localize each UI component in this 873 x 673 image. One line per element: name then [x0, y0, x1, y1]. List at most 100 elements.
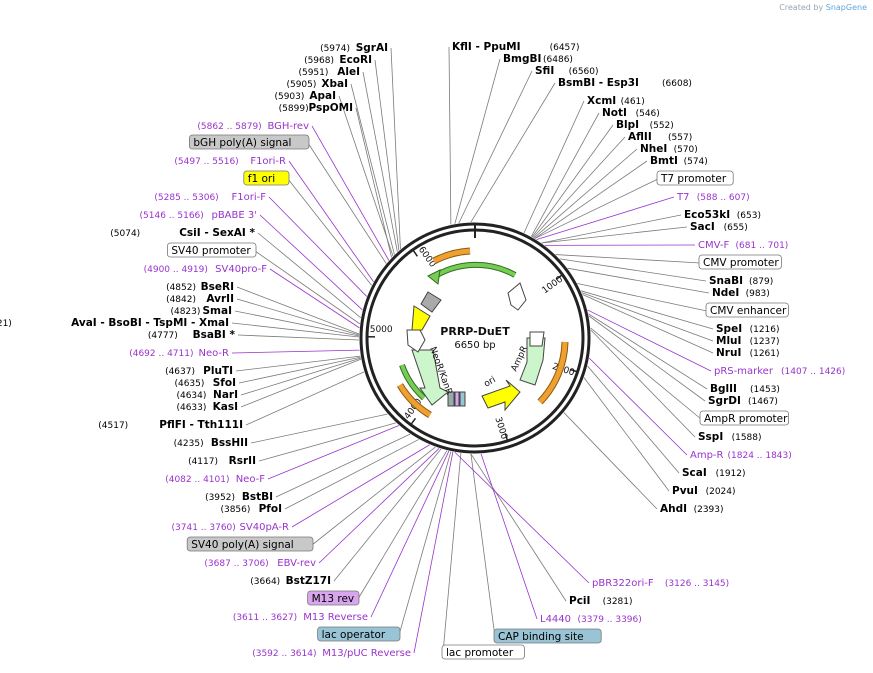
- label-position: (3281): [603, 597, 633, 607]
- connector-ecori: [374, 59, 400, 251]
- connector-bsshii: [250, 413, 388, 444]
- sv40-promoter-arrow: [406, 329, 426, 353]
- label-name: EBV-rev: [277, 558, 316, 569]
- label-position: (574): [684, 157, 708, 167]
- label-bglii: BglII(1453): [710, 383, 780, 395]
- cmv-arrow: [507, 282, 527, 311]
- label-name: CMV enhancer: [710, 305, 787, 317]
- connector-blpi: [531, 124, 614, 238]
- label-xbai: XbaI(5905): [286, 78, 348, 90]
- label-name: KflI - PpuMI: [452, 41, 521, 53]
- connector-bsmbi: [470, 82, 556, 223]
- label-position: (655): [724, 223, 748, 233]
- label-name: lac promoter: [446, 647, 514, 659]
- label-box: [307, 590, 360, 606]
- label-position: (3664): [250, 577, 280, 587]
- connector-f1ori: [287, 178, 372, 286]
- label-position: (4082 .. 4101): [165, 475, 229, 485]
- label-bsabi: BsaBI *(4777): [148, 329, 236, 341]
- connector-avai: [231, 322, 360, 338]
- connector-xcmi: [523, 100, 585, 234]
- label-bsmbi: BsmBI - Esp3I(6608): [558, 77, 692, 89]
- label-name: BstZ17I: [286, 575, 331, 587]
- label-xcmi: XcmI(461): [587, 95, 645, 107]
- ori-arrow: [481, 379, 521, 412]
- label-name: SmaI: [203, 305, 233, 317]
- label-name: NruI: [716, 347, 741, 359]
- label-sv40pa-r: SV40pA-R(3741 .. 3760): [172, 522, 290, 533]
- label-lacop: lac operator: [317, 626, 401, 642]
- connector-saci: [541, 226, 688, 244]
- label-nari: NarI(4634): [176, 389, 238, 401]
- label-bmgbi: BmgBI(6486): [503, 53, 573, 65]
- label-position: (1407 .. 1426): [781, 367, 845, 377]
- label-box: [243, 170, 290, 186]
- connector-cmvprom: [555, 254, 701, 264]
- label-name: lac operator: [322, 629, 386, 641]
- label-name: KasI: [213, 401, 238, 413]
- label-neo-f: Neo-F(4082 .. 4101): [165, 474, 265, 485]
- label-position: (461): [621, 97, 645, 107]
- plasmid-center: PRRP-DuET 6650 bp NeoR/KanR AmpR ori: [427, 325, 530, 396]
- connector-bglii: [588, 313, 708, 390]
- connector-aflii: [532, 136, 626, 238]
- label-name: SgrAI: [356, 42, 388, 54]
- label-pflfi: PflFI - Tth111I(4517): [98, 419, 243, 431]
- connector-sspi: [590, 329, 696, 438]
- connector-mlui: [581, 292, 714, 342]
- connector-pcii: [470, 453, 567, 602]
- label-name: BlpI: [616, 119, 639, 131]
- label-bseri: BseRI(4852): [166, 281, 234, 293]
- label-box: [698, 254, 782, 270]
- label-name: RsrII: [229, 455, 256, 467]
- label-position: (3611 .. 3627): [233, 613, 297, 623]
- label-name: PvuI: [672, 485, 698, 497]
- connector-eco53ki: [541, 214, 682, 244]
- connector-amp-r: [588, 357, 688, 456]
- connector-snabi: [559, 258, 707, 282]
- connector-bstz17i: [333, 448, 442, 582]
- connector-t7prom: [534, 178, 659, 239]
- label-rsrii: RsrII (4117): [188, 455, 256, 467]
- connector-smai: [234, 310, 360, 337]
- label-name: SacI: [690, 221, 715, 233]
- label-ahdi: AhdI(2393): [660, 503, 724, 515]
- label-name: CsiI - SexAI *: [179, 227, 255, 239]
- label-m13puc: M13/pUC Reverse(3592 .. 3614): [252, 648, 411, 659]
- label-amprprom: AmpR promoter: [699, 410, 789, 426]
- label-position: (2393): [694, 505, 724, 515]
- label-position: (3687 .. 3706): [204, 559, 268, 569]
- label-position: (588 .. 607): [697, 193, 750, 203]
- label-position: (5862 .. 5879): [197, 122, 261, 132]
- label-position: (1261): [750, 349, 780, 359]
- feature-arrows: [397, 247, 569, 418]
- connector-m13rev: [357, 450, 448, 600]
- label-name: BssHII: [211, 437, 248, 449]
- plasmid-name: PRRP-DuET: [440, 325, 510, 338]
- label-position: (3592 .. 3614): [252, 649, 316, 659]
- connector-bseri: [236, 286, 360, 335]
- connector-pfoi: [284, 439, 419, 510]
- connector-bgh: [307, 142, 387, 264]
- label-position: (4117): [188, 457, 218, 467]
- label-name: ScaI: [682, 467, 707, 479]
- label-name: NheI: [640, 143, 667, 155]
- connector-pluti: [235, 355, 361, 372]
- label-position: (1216): [750, 325, 780, 335]
- connector-cmvenh: [577, 283, 708, 312]
- label-position: (653): [737, 211, 761, 221]
- label-noti: NotI(546): [602, 107, 660, 119]
- connector-kfli: [448, 46, 452, 225]
- label-position: (3741 .. 3760): [172, 523, 236, 533]
- connector-sgrdi: [588, 315, 706, 402]
- connector-scai: [587, 365, 680, 474]
- connector-rsrii: [258, 422, 396, 462]
- label-cmvprom: CMV promoter: [698, 254, 782, 270]
- label-name: Neo-R: [199, 348, 230, 359]
- connector-nhei: [533, 148, 638, 239]
- label-position: (4777): [148, 331, 178, 341]
- label-position: (5968): [304, 56, 334, 66]
- label-name: EcoRI: [339, 54, 372, 66]
- tick-3000: [504, 433, 509, 442]
